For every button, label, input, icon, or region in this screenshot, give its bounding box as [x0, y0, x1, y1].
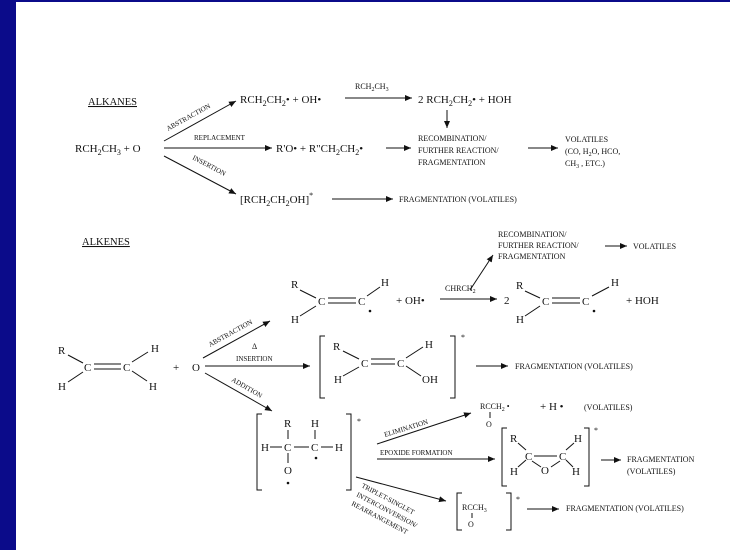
- svg-text:H: H: [311, 418, 319, 430]
- alkane-insertion-product: [RCH2CH2OH]*: [240, 191, 313, 208]
- alkane-replacement-label: REPLACEMENT: [194, 134, 246, 142]
- alkene-volatiles: VOLATILES: [633, 242, 676, 251]
- svg-text:C: C: [123, 362, 130, 374]
- svg-text:O: O: [284, 465, 292, 477]
- alkene-recombination-up-arrow: [469, 254, 494, 291]
- alkane-abstraction-label: ABSTRACTION: [165, 102, 212, 133]
- svg-text:R: R: [516, 280, 524, 292]
- alkene-oxygen: O: [192, 362, 200, 374]
- svg-text:H: H: [58, 381, 66, 393]
- alkene-epoxide-outcome-line-1: FRAGMENTATION: [627, 455, 695, 464]
- alkene-rearrangement-outcome: FRAGMENTATION (VOLATILES): [566, 504, 684, 513]
- svg-text:C: C: [559, 451, 566, 463]
- alkene-enol-star: *: [461, 333, 465, 342]
- svg-text:H: H: [572, 466, 580, 478]
- alkene-carbonyl-text: RCCH3: [462, 503, 487, 514]
- alkane-insertion-outcome: FRAGMENTATION (VOLATILES): [399, 195, 517, 204]
- svg-text:C: C: [582, 296, 589, 308]
- svg-text:H: H: [510, 466, 518, 478]
- svg-text:OH: OH: [422, 374, 438, 386]
- alkene-elimination-oxygen: O: [486, 420, 492, 429]
- alkene-recombination-line-1: RECOMBINATION/: [498, 230, 567, 239]
- svg-text:C: C: [542, 296, 549, 308]
- alkane-insertion-arrow: [163, 155, 237, 195]
- alkene-epoxide-label: EPOXIDE FORMATION: [380, 449, 453, 457]
- alkene-carbonyl-star: *: [516, 495, 520, 504]
- svg-text:R: R: [58, 345, 66, 357]
- svg-text:H: H: [261, 442, 269, 454]
- svg-text:O: O: [541, 465, 549, 477]
- svg-text:C: C: [284, 442, 291, 454]
- svg-text:H: H: [574, 433, 582, 445]
- alkene-epoxide-structure: R H C C H H O: [501, 427, 590, 487]
- alkene-delta: Δ: [252, 342, 257, 351]
- alkane-abstraction-final: 2 RCH2CH2• + HOH: [418, 94, 512, 108]
- alkene-carbonyl-structure: RCCH3 O: [456, 492, 512, 531]
- svg-text:H: H: [516, 314, 524, 326]
- alkene-hoh: + HOH: [626, 295, 659, 307]
- alkane-recombination-line-3: FRAGMENTATION: [418, 158, 486, 167]
- alkene-elimination-arrow: [376, 412, 472, 445]
- alkenes-heading: ALKENES: [82, 237, 130, 248]
- alkene-elimination-volatiles: (VOLATILES): [584, 403, 633, 412]
- alkane-reagent: RCH2CH3: [355, 82, 389, 93]
- svg-text:R: R: [291, 279, 299, 291]
- alkene-biradical-structure: R H H C C H O: [256, 413, 352, 491]
- svg-text:C: C: [84, 362, 91, 374]
- alkene-elimination-product: RCCH2 •: [480, 402, 510, 413]
- alkene-elimination-h: + H •: [540, 401, 564, 413]
- alkene-insertion-label: INSERTION: [236, 355, 273, 363]
- svg-text:R: R: [333, 341, 341, 353]
- alkene-recombination-line-3: FRAGMENTATION: [498, 252, 566, 261]
- alkene-radical-product-structure: R H C C H: [516, 277, 619, 326]
- svg-text:C: C: [311, 442, 318, 454]
- alkene-coefficient: 2: [504, 295, 510, 307]
- svg-text:R: R: [510, 433, 518, 445]
- svg-text:H: H: [151, 343, 159, 355]
- svg-text:R: R: [284, 418, 292, 430]
- svg-text:H: H: [334, 374, 342, 386]
- alkane-replacement-products: R'O• + R"CH2CH2•: [276, 143, 363, 157]
- alkene-addition-arrow: [204, 372, 273, 412]
- svg-text:H: H: [425, 339, 433, 351]
- slide-top-border: [0, 0, 730, 2]
- alkanes-heading: ALKANES: [88, 97, 137, 108]
- svg-text:H: H: [381, 277, 389, 289]
- svg-text:C: C: [358, 296, 365, 308]
- svg-text:O: O: [468, 520, 474, 529]
- alkane-recombination-line-1: RECOMBINATION/: [418, 134, 487, 143]
- svg-text:C: C: [361, 358, 368, 370]
- svg-text:C: C: [525, 451, 532, 463]
- alkene-enol-structure: R H C C H OH: [319, 335, 456, 399]
- svg-text:H: H: [335, 442, 343, 454]
- alkene-radical-structure: R H C C H: [291, 277, 389, 326]
- slide-left-border: [0, 0, 16, 550]
- alkene-reactant-structure: R H C C H H: [58, 343, 159, 393]
- alkene-plus: +: [173, 362, 179, 374]
- alkene-insertion-outcome: FRAGMENTATION (VOLATILES): [515, 362, 633, 371]
- alkene-abstraction-arrow: [202, 320, 271, 359]
- alkane-abstraction-products: RCH2CH2• + OH•: [240, 94, 321, 108]
- alkene-rearrangement-arrow: [355, 476, 447, 503]
- alkane-recombination-line-2: FURTHER REACTION/: [418, 146, 499, 155]
- svg-text:H: H: [611, 277, 619, 289]
- alkene-plus-oh: + OH•: [396, 295, 425, 307]
- alkene-reagent: CHRCH2: [445, 284, 476, 295]
- alkene-elimination-label: ELIMINATION: [383, 418, 429, 439]
- alkene-epoxide-star: *: [594, 426, 598, 435]
- alkane-abstraction-arrow: [163, 100, 237, 142]
- alkane-volatiles-line-3: CH3 , ETC.): [565, 159, 605, 170]
- alkane-volatiles-line-1: VOLATILES: [565, 135, 608, 144]
- alkene-biradical-star: *: [357, 417, 361, 426]
- svg-text:C: C: [318, 296, 325, 308]
- alkene-epoxide-outcome-line-2: (VOLATILES): [627, 467, 676, 476]
- svg-text:C: C: [397, 358, 404, 370]
- svg-text:H: H: [291, 314, 299, 326]
- alkane-reactant: RCH2CH3 + O: [75, 143, 141, 157]
- alkane-insertion-label: INSERTION: [191, 154, 227, 178]
- alkane-volatiles-line-2: (CO, H2O, HCO,: [565, 147, 620, 158]
- alkene-recombination-line-2: FURTHER REACTION/: [498, 241, 579, 250]
- svg-text:H: H: [149, 381, 157, 393]
